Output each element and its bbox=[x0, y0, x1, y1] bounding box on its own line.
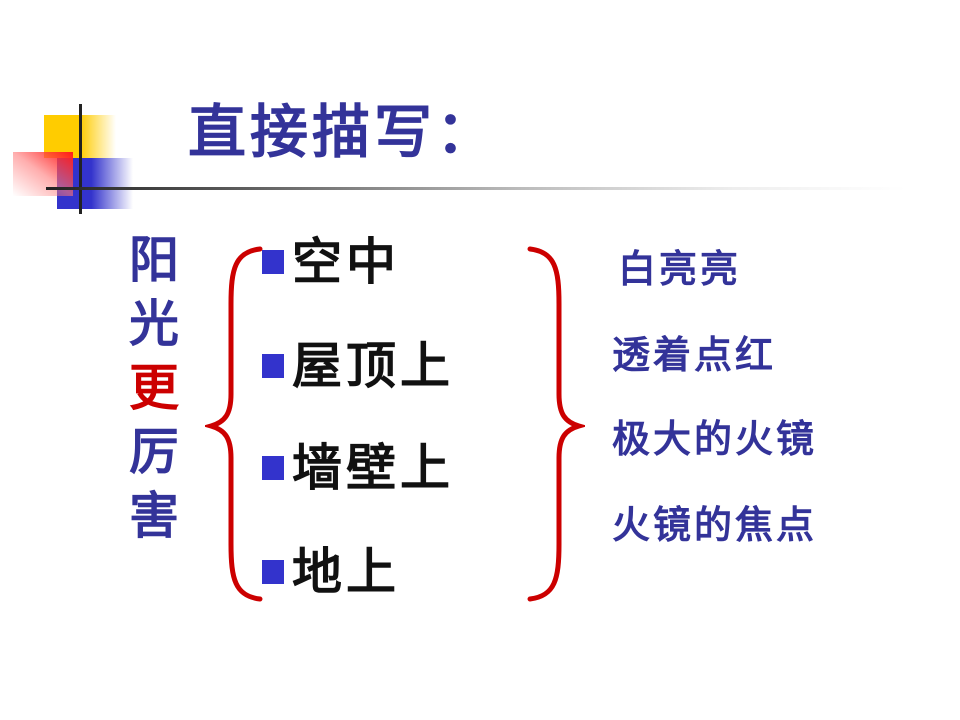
list-item: 地上 bbox=[262, 542, 400, 602]
list-item: 墙壁上 bbox=[262, 438, 454, 498]
square-bullet-icon bbox=[262, 250, 284, 274]
square-bullet-icon bbox=[262, 456, 284, 480]
description-item: 白亮亮 bbox=[618, 247, 742, 291]
left-brace-icon bbox=[205, 246, 263, 602]
subject-char: 厉 bbox=[129, 423, 179, 481]
square-bullet-icon bbox=[262, 354, 284, 378]
square-bullet-icon bbox=[262, 560, 284, 584]
list-item: 屋顶上 bbox=[262, 336, 454, 396]
right-brace-icon bbox=[527, 246, 585, 602]
description-item: 极大的火镜 bbox=[612, 417, 818, 461]
subject-char: 害 bbox=[129, 487, 179, 545]
location-label: 空中 bbox=[292, 233, 400, 291]
slide-title: 直接描写： bbox=[188, 98, 499, 166]
subject-vertical-text: 阳 光 更 厉 害 bbox=[112, 228, 196, 548]
decor-vertical-line bbox=[79, 104, 82, 214]
description-item: 火镜的焦点 bbox=[612, 503, 818, 547]
location-label: 墙壁上 bbox=[292, 439, 454, 497]
subject-char-emphasis: 更 bbox=[129, 359, 179, 417]
subject-char: 光 bbox=[129, 295, 179, 353]
subject-char: 阳 bbox=[129, 231, 179, 289]
title-underline bbox=[46, 187, 906, 190]
description-item: 透着点红 bbox=[612, 333, 777, 377]
list-item: 空中 bbox=[262, 232, 400, 292]
location-label: 地上 bbox=[292, 543, 400, 601]
location-label: 屋顶上 bbox=[292, 337, 454, 395]
